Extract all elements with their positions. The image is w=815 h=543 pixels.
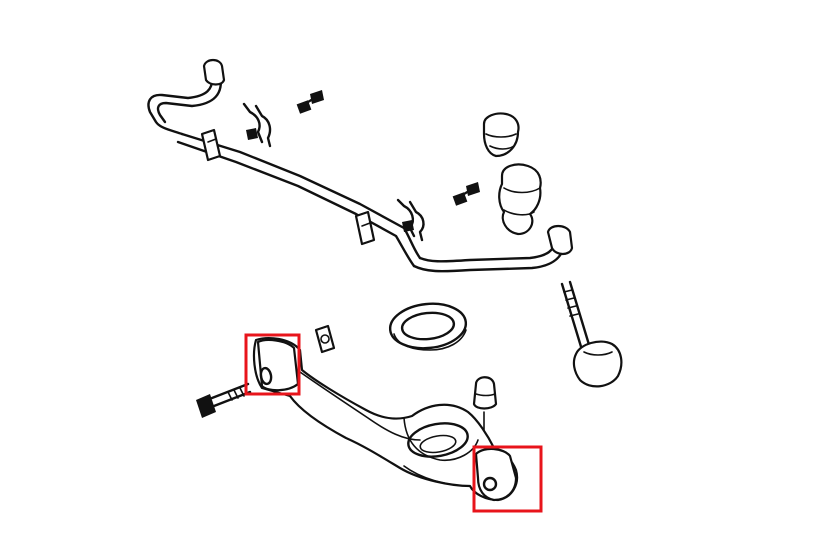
stabilizer-bar-bushings: [200, 128, 376, 246]
spring-seat-ring: [388, 302, 468, 351]
bushing-icon: [200, 128, 222, 162]
bracket-icon: [242, 102, 272, 148]
bump-stops: [482, 112, 542, 236]
bracket-bolts: [296, 90, 480, 206]
bracket-icon: [396, 198, 425, 242]
cap-icon: [472, 376, 498, 441]
control-arm-icon: [252, 337, 519, 502]
highlight-box-front-bushing: [244, 333, 301, 396]
end-link: [560, 280, 623, 388]
highlight-box-rear-bushing: [472, 445, 543, 513]
rubber-stop-icon: [498, 163, 542, 236]
rubber-stop-icon: [482, 112, 520, 158]
dust-cap: [472, 376, 498, 441]
washer-icon: [314, 324, 336, 354]
lower-control-arm: [252, 337, 519, 502]
bushing-icon: [354, 210, 376, 246]
bushing-clamp-brackets: [242, 102, 425, 242]
stud-icon: [560, 280, 623, 388]
cam-washer: [314, 324, 336, 354]
ring-icon: [388, 302, 468, 351]
stabilizer-bar: [147, 58, 574, 273]
bolt-icon: [196, 382, 252, 418]
pivot-bolt: [196, 382, 252, 418]
bolt-icon: [296, 90, 324, 114]
highlight-frames: [244, 333, 543, 513]
bolt-icon: [452, 182, 480, 206]
